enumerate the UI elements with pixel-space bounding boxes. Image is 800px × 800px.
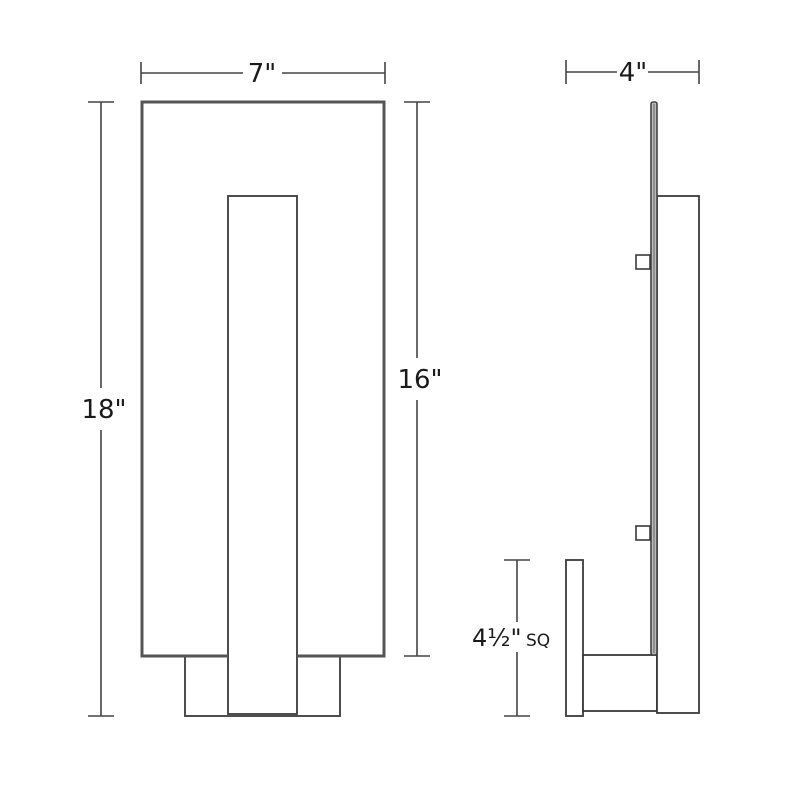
light-bar <box>227 195 298 715</box>
shade-height-label: 16" <box>397 365 442 395</box>
side-view: 4" 4½" SQ <box>472 58 700 717</box>
front-view: 7" 18" 16" <box>81 59 443 717</box>
standoff-tab-bottom <box>635 525 651 541</box>
overall-height-dimension <box>88 101 114 717</box>
backplate-dimension <box>504 559 530 717</box>
standoff-tab-top <box>635 254 651 270</box>
width-label: 7" <box>248 59 277 89</box>
depth-label: 4" <box>619 58 648 88</box>
side-light-body <box>656 195 700 714</box>
backplate-label: 4½" <box>472 624 522 652</box>
shade-height-dimension <box>404 101 430 657</box>
depth-dimension <box>565 60 700 84</box>
overall-height-label: 18" <box>81 395 126 425</box>
mount-arm <box>582 654 658 712</box>
width-dimension <box>140 62 386 84</box>
side-backplate <box>565 559 584 717</box>
backplate-suffix: SQ <box>526 631 550 651</box>
